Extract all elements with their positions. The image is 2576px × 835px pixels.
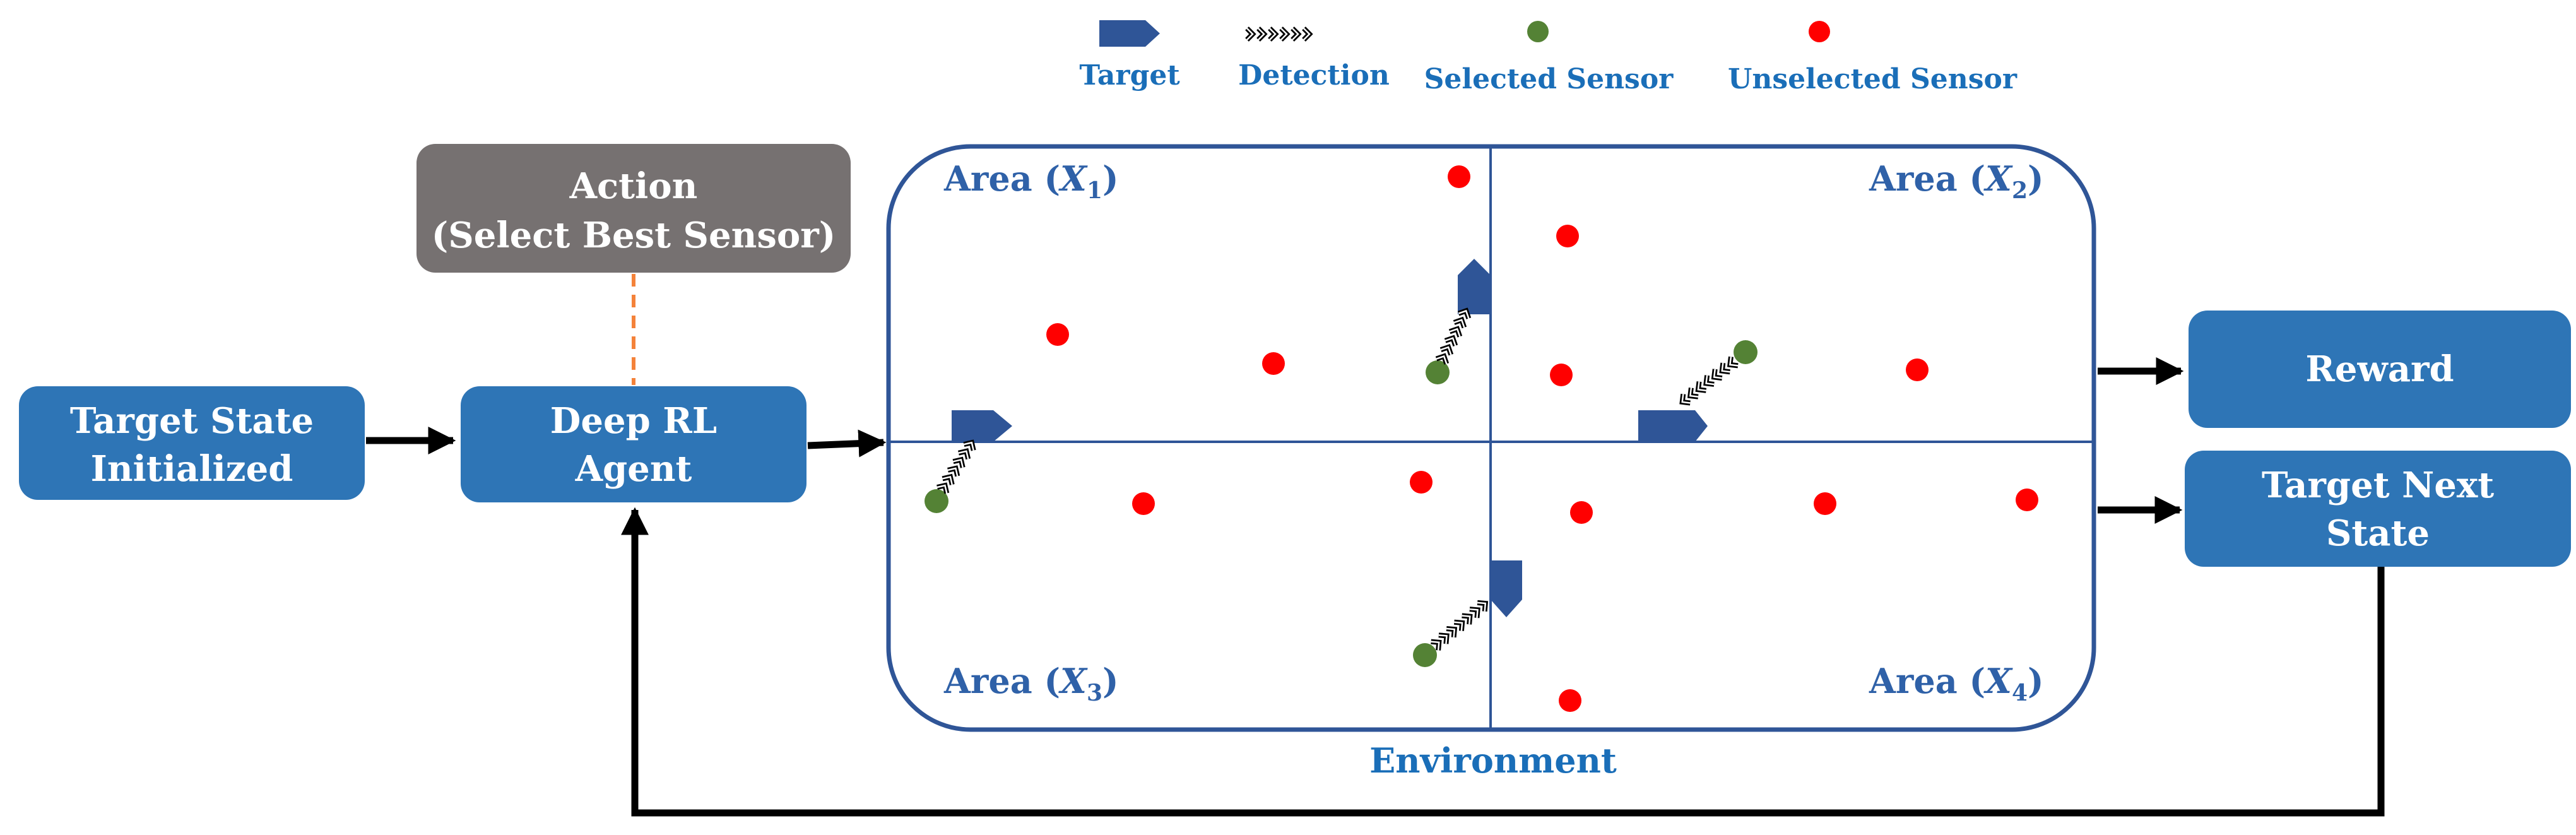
legend: Target Detection Selected Sensor Unselec…	[1079, 20, 2018, 95]
red-dot-icon	[1448, 165, 1470, 188]
legend-unselected-sensor-label: Unselected Sensor	[1728, 63, 2018, 95]
legend-detection-icon	[1247, 28, 1309, 40]
environment-label: Environment	[1369, 740, 1617, 781]
area-label-x4: Area (X4)	[1869, 661, 2044, 706]
arrow-agent-to-environment	[807, 429, 887, 458]
green-dot-icon	[1413, 643, 1437, 667]
red-dot-icon	[2016, 489, 2038, 511]
red-dot-icon	[1906, 358, 1929, 381]
red-dot-icon	[1570, 501, 1593, 524]
red-dot-icon	[1262, 352, 1285, 375]
green-dot-icon	[1734, 340, 1758, 364]
selected-sensors	[925, 340, 1758, 667]
area-label-x3: Area (X3)	[943, 661, 1119, 706]
deep-rl-agent-box: Deep RL Agent	[461, 386, 806, 502]
area-label-x2: Area (X2)	[1869, 158, 2044, 204]
action-box: Action (Select Best Sensor)	[417, 144, 851, 273]
red-dot-icon	[1559, 689, 1581, 712]
target-pentagon-icon	[1491, 560, 1522, 617]
deep-rl-agent-line-1: Deep RL	[550, 400, 717, 442]
green-dot-icon	[925, 489, 948, 513]
area-label-x1: Area (X1)	[943, 158, 1119, 204]
red-dot-icon	[1132, 492, 1155, 515]
legend-detection-label: Detection	[1238, 59, 1390, 92]
action-line-2: (Select Best Sensor)	[432, 215, 836, 256]
target-state-line-2: Initialized	[91, 448, 293, 490]
red-dot-icon	[1814, 492, 1836, 515]
legend-selected-sensor-icon	[1527, 21, 1549, 42]
red-dot-icon	[1410, 471, 1433, 494]
target-next-state-box: Target Next State	[2185, 451, 2571, 567]
target-state-box: Target State Initialized	[19, 386, 365, 500]
target-pentagon-icon	[952, 410, 1012, 442]
red-dot-icon	[1556, 225, 1579, 247]
legend-target-label: Target	[1079, 59, 1180, 92]
unselected-sensors	[1046, 165, 2038, 712]
legend-unselected-sensor-icon	[1809, 21, 1830, 42]
environment-panel	[886, 144, 2096, 732]
target-next-state-line-2: State	[2326, 512, 2430, 554]
green-dot-icon	[1426, 360, 1450, 384]
reward-label: Reward	[2305, 348, 2454, 390]
legend-target-icon	[1099, 20, 1160, 47]
target-pentagon-icon	[1638, 410, 1708, 442]
feedback-loop-arrow	[621, 507, 2385, 817]
targets	[952, 259, 1708, 617]
red-dot-icon	[1550, 364, 1573, 386]
red-dot-icon	[1046, 323, 1069, 346]
legend-selected-sensor-label: Selected Sensor	[1424, 63, 1674, 95]
target-state-line-1: Target State	[70, 400, 314, 442]
action-line-1: Action	[569, 165, 698, 207]
reward-box: Reward	[2189, 311, 2571, 428]
deep-rl-agent-line-2: Agent	[575, 448, 692, 490]
target-next-state-line-1: Target Next	[2262, 465, 2494, 506]
flow-arrows	[366, 357, 2385, 817]
target-pentagon-icon	[1458, 259, 1491, 314]
